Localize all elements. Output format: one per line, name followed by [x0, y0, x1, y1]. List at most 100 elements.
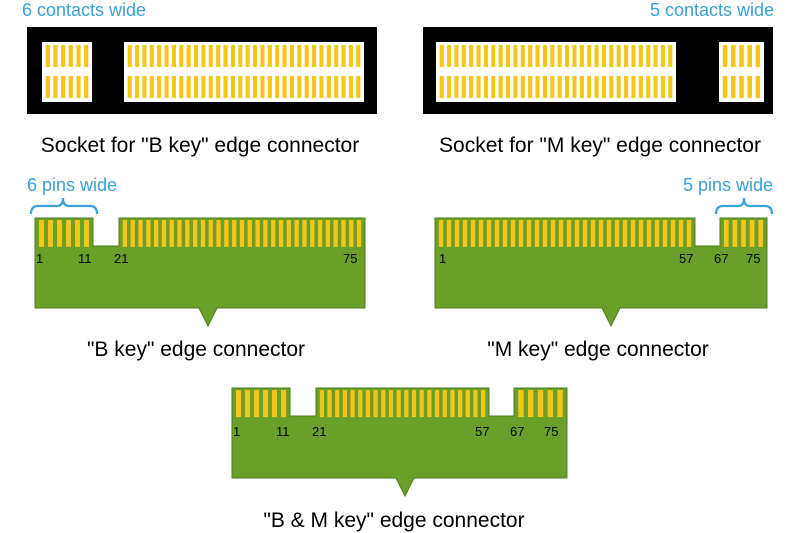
socket-contact — [61, 45, 66, 67]
connector-pin — [542, 220, 548, 247]
socket-contact — [171, 45, 176, 67]
connector-pin — [169, 220, 174, 247]
socket-contact — [216, 76, 221, 98]
connector-pin — [245, 390, 250, 417]
connector-pin — [335, 390, 340, 417]
socket-m-annotation: 5 contacts wide — [650, 0, 774, 20]
connector-pin — [662, 220, 668, 247]
connector-pin — [255, 220, 260, 247]
socket-contact — [461, 45, 466, 67]
connector-pin — [566, 220, 572, 247]
connector-b-caption: "B key" edge connector — [87, 338, 305, 361]
connector-pin — [66, 220, 71, 247]
socket-contact — [76, 76, 81, 98]
connector-pin — [427, 390, 432, 417]
connector-pin — [341, 220, 346, 247]
socket-contact — [157, 76, 162, 98]
socket-m-caption: Socket for "M key" edge connector — [439, 134, 761, 157]
socket-contact — [542, 45, 547, 67]
socket-contact — [638, 45, 643, 67]
connector-pin — [122, 220, 128, 247]
connector-b-key: 6 pins wide 1 11 21 75 "B key" edge conn… — [27, 175, 366, 361]
connector-pin — [396, 390, 401, 417]
socket-b-annotation: 6 contacts wide — [22, 0, 146, 20]
socket-contact — [289, 76, 294, 98]
connector-pin — [272, 390, 277, 417]
socket-contact — [230, 45, 235, 67]
socket-contact — [230, 76, 235, 98]
socket-contact — [550, 45, 555, 67]
connector-pin — [350, 390, 355, 417]
socket-contact — [447, 76, 452, 98]
socket-contact — [601, 76, 606, 98]
socket-contact — [535, 76, 540, 98]
connector-pin — [247, 220, 252, 247]
socket-contact — [506, 45, 511, 67]
socket-contact — [616, 76, 621, 98]
connector-pin — [224, 220, 229, 247]
socket-contact — [223, 45, 228, 67]
connector-pin — [638, 220, 644, 247]
socket-contact — [149, 45, 154, 67]
socket-contact — [638, 76, 643, 98]
socket-contact — [624, 76, 629, 98]
connector-pin — [528, 390, 534, 417]
socket-contact — [68, 45, 73, 67]
connector-pin — [208, 220, 213, 247]
connector-pin — [130, 220, 135, 247]
connector-bm-caption: "B & M key" edge connector — [263, 509, 524, 532]
connector-pin — [470, 220, 476, 247]
socket-contact — [660, 45, 665, 67]
socket-contact — [164, 45, 169, 67]
socket-contact — [447, 45, 452, 67]
connector-pin — [146, 220, 151, 247]
connector-pin — [75, 220, 80, 247]
socket-contact — [289, 45, 294, 67]
socket-contact — [469, 45, 474, 67]
socket-contact — [275, 45, 280, 67]
connector-pin — [239, 220, 245, 247]
connector-pin — [732, 220, 738, 247]
socket-contact — [45, 76, 50, 98]
socket-contact — [348, 76, 353, 98]
socket-contact — [579, 76, 584, 98]
connector-pin — [57, 220, 62, 247]
socket-contact — [594, 76, 599, 98]
connector-pin — [723, 220, 729, 247]
socket-contact — [45, 45, 50, 67]
socket-contact — [334, 45, 339, 67]
connector-pin — [236, 390, 241, 417]
connector-pin — [310, 220, 315, 247]
connector-pin — [434, 390, 440, 417]
connector-bm-pin-label: 21 — [312, 424, 326, 439]
connector-m-annotation: 5 pins wide — [683, 175, 773, 195]
connector-m-annotation-bracket — [714, 197, 774, 215]
connector-pin — [547, 390, 553, 417]
socket-contact — [609, 45, 614, 67]
socket-m-large-slot — [436, 42, 676, 102]
connector-pin — [325, 220, 331, 247]
socket-contact — [747, 76, 752, 98]
socket-contact — [498, 45, 503, 67]
connector-pin — [481, 390, 486, 417]
socket-contact — [722, 76, 728, 98]
connector-m-pin-label: 1 — [439, 251, 446, 266]
connector-bm-pin-label: 75 — [544, 424, 558, 439]
socket-contact — [348, 45, 353, 67]
connector-pin — [598, 220, 604, 247]
socket-contact — [68, 76, 73, 98]
socket-contact — [660, 76, 665, 98]
socket-contact — [304, 45, 309, 67]
connector-pin — [419, 390, 424, 417]
socket-b-contacts — [45, 45, 361, 98]
connector-bm-pins — [236, 390, 563, 417]
socket-contact — [135, 45, 140, 67]
connector-pin — [462, 220, 468, 247]
socket-contact — [572, 45, 577, 67]
socket-contact — [194, 76, 199, 98]
socket-contact — [476, 76, 481, 98]
socket-contact — [216, 45, 221, 67]
socket-contact — [528, 45, 533, 67]
socket-contact — [319, 76, 324, 98]
connector-m-key: 5 pins wide 1 57 67 75 "M key" edge conn… — [434, 175, 774, 361]
